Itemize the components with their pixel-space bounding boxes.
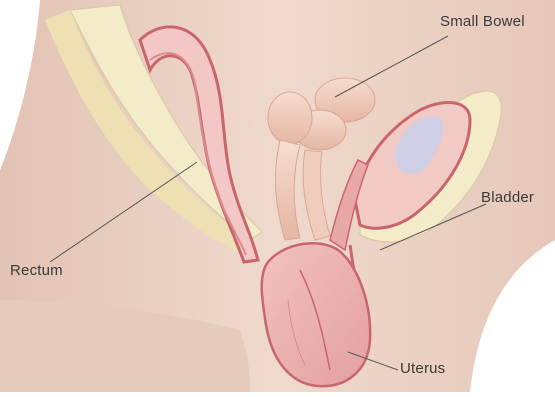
label-small-bowel: Small Bowel — [440, 14, 525, 29]
label-rectum: Rectum — [10, 263, 63, 278]
label-uterus: Uterus — [400, 361, 445, 376]
label-bladder: Bladder — [481, 190, 534, 205]
